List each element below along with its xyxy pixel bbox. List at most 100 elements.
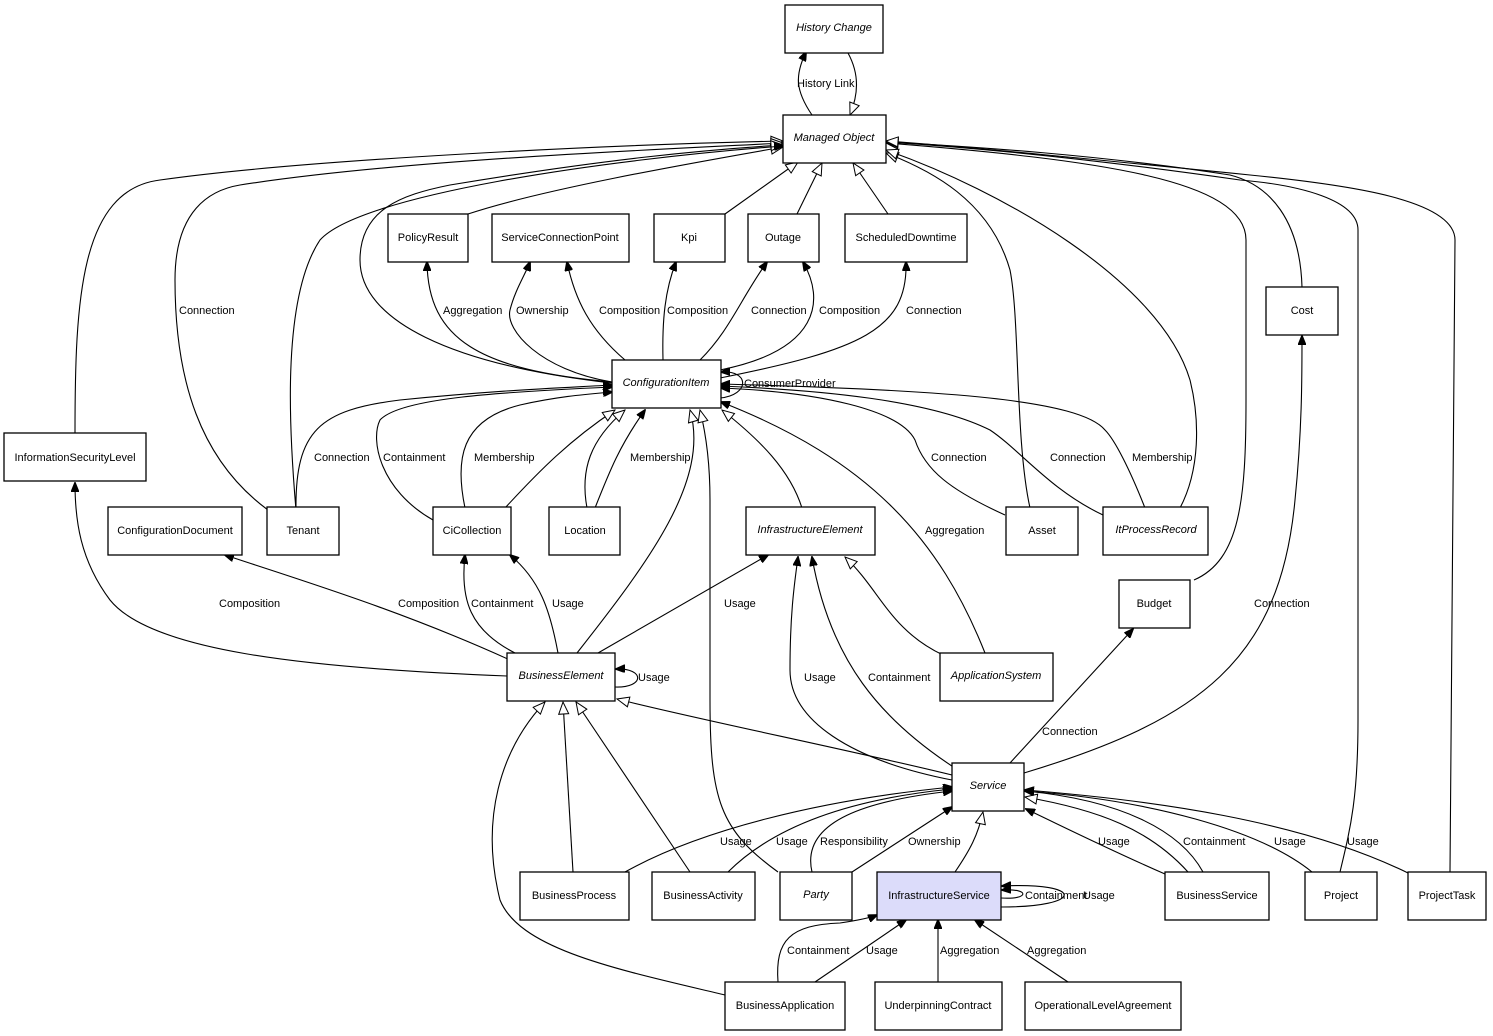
node-configuration-item[interactable]: ConfigurationItem [611,359,722,409]
edge-label: Responsibility [820,836,888,848]
node-infrastructure-service[interactable]: InfrastructureService [876,871,1002,921]
edge-appsys-ci-aggregation [721,402,986,654]
edge-bp-be-gen [563,702,574,873]
edge-history-change-generalization [847,52,857,115]
node-history-change[interactable]: History Change [784,4,884,54]
node-business-element[interactable]: BusinessElement [506,652,616,702]
edge-be-isl [75,483,508,677]
edge-label: Connection [314,452,370,464]
node-it-process-record[interactable]: ItProcessRecord [1102,506,1209,556]
node-label: CiCollection [443,525,502,537]
node-ci-collection[interactable]: CiCollection [432,506,512,556]
node-budget[interactable]: Budget [1118,579,1191,629]
node-project[interactable]: Project [1304,871,1378,921]
node-location[interactable]: Location [548,506,621,556]
edge-be-cd [225,555,511,661]
node-underpinning-contract[interactable]: UnderpinningContract [874,981,1003,1031]
node-cost[interactable]: Cost [1265,286,1339,336]
edge-itpr-ci-connection [721,386,1104,516]
node-label: Kpi [681,232,697,244]
edge-ci-scp-ownership [509,262,613,383]
node-label: Location [564,525,606,537]
edge-be-self [615,669,638,688]
edge-label: Containment [1025,890,1087,902]
node-label: ProjectTask [1419,890,1476,902]
edge-label: Connection [1042,726,1098,738]
nodes: History Change Managed Object PolicyResu… [3,4,1487,1031]
edge-service-budget [1009,629,1133,764]
edge-ci-kpi [662,262,676,361]
node-label: ApplicationSystem [950,670,1042,682]
edge-service-ie-containment [812,557,959,771]
edge-label: Aggregation [443,305,502,317]
edge-projecttask-mo [886,141,1456,873]
edge-be-ie-usage [597,555,768,654]
node-business-activity[interactable]: BusinessActivity [651,871,756,921]
edge-bs-service-usage [1026,809,1166,875]
edge-history-link-up [797,52,813,116]
node-business-application[interactable]: BusinessApplication [724,981,846,1031]
edge-bs-service-containment [1025,791,1204,873]
edge-ba-service-usage [727,789,952,873]
node-service-connection-point[interactable]: ServiceConnectionPoint [491,213,630,263]
edge-label: Ownership [908,836,961,848]
node-information-security-level[interactable]: InformationSecurityLevel [3,432,147,482]
node-label: BusinessProcess [532,890,617,902]
node-label: Service [970,780,1007,792]
edge-bapp-is-usage [814,920,906,983]
node-policy-result[interactable]: PolicyResult [387,213,469,263]
node-tenant[interactable]: Tenant [266,506,340,556]
node-label: Project [1324,890,1358,902]
edge-label: Usage [552,598,584,610]
node-managed-object[interactable]: Managed Object [782,114,887,164]
edge-label: Ownership [516,305,569,317]
edge-budget-mo [886,143,1247,581]
node-business-process[interactable]: BusinessProcess [519,871,630,921]
edge-label: Composition [667,305,728,317]
node-label: InfrastructureService [888,890,989,902]
edge-cicoll-ci-membership [460,392,612,509]
node-asset[interactable]: Asset [1005,506,1079,556]
node-label: ServiceConnectionPoint [501,232,618,244]
node-operational-level-agreement[interactable]: OperationalLevelAgreement [1024,981,1182,1031]
node-scheduled-downtime[interactable]: ScheduledDowntime [844,213,968,263]
edge-party-ci-gen [700,410,779,873]
node-kpi[interactable]: Kpi [653,213,726,263]
node-label: Outage [765,232,801,244]
edge-itpr-mo [886,150,1198,509]
edge-ba-be-gen [576,702,691,873]
node-outage[interactable]: Outage [747,213,820,263]
node-configuration-document[interactable]: ConfigurationDocument [107,506,243,556]
edge-label: Usage [804,672,836,684]
edge-label: Composition [219,598,280,610]
node-business-service[interactable]: BusinessService [1164,871,1270,921]
edge-label: Usage [1274,836,1306,848]
edge-label: ConsumerProvider [744,378,836,390]
edge-label: Connection [931,452,987,464]
node-party[interactable]: Party [779,871,853,921]
edge-projecttask-service-usage [1025,790,1409,874]
node-infrastructure-element[interactable]: InfrastructureElement [745,506,876,556]
edge-itpr-ci-membership [721,384,1146,509]
node-label: ConfigurationDocument [117,525,233,537]
edge-ci-self [720,372,744,399]
node-label: Budget [1137,598,1172,610]
node-label: BusinessElement [519,670,605,682]
edge-appsys-ie-gen [845,557,944,656]
edge-label: Containment [1183,836,1245,848]
edge-label: Connection [751,305,807,317]
edge-label: Aggregation [925,525,984,537]
node-label: BusinessActivity [663,890,743,902]
edge-location-ci-gen [584,410,625,509]
node-project-task[interactable]: ProjectTask [1407,871,1487,921]
edge-label: Containment [787,945,849,957]
node-label: UnderpinningContract [884,1000,991,1012]
node-service[interactable]: Service [951,762,1025,812]
edge-is-service-gen [954,812,983,873]
node-application-system[interactable]: ApplicationSystem [939,652,1054,702]
node-label: Asset [1028,525,1056,537]
edge-label: Aggregation [940,945,999,957]
edge-is-self-usage [1001,886,1065,908]
node-label: Party [803,889,830,901]
